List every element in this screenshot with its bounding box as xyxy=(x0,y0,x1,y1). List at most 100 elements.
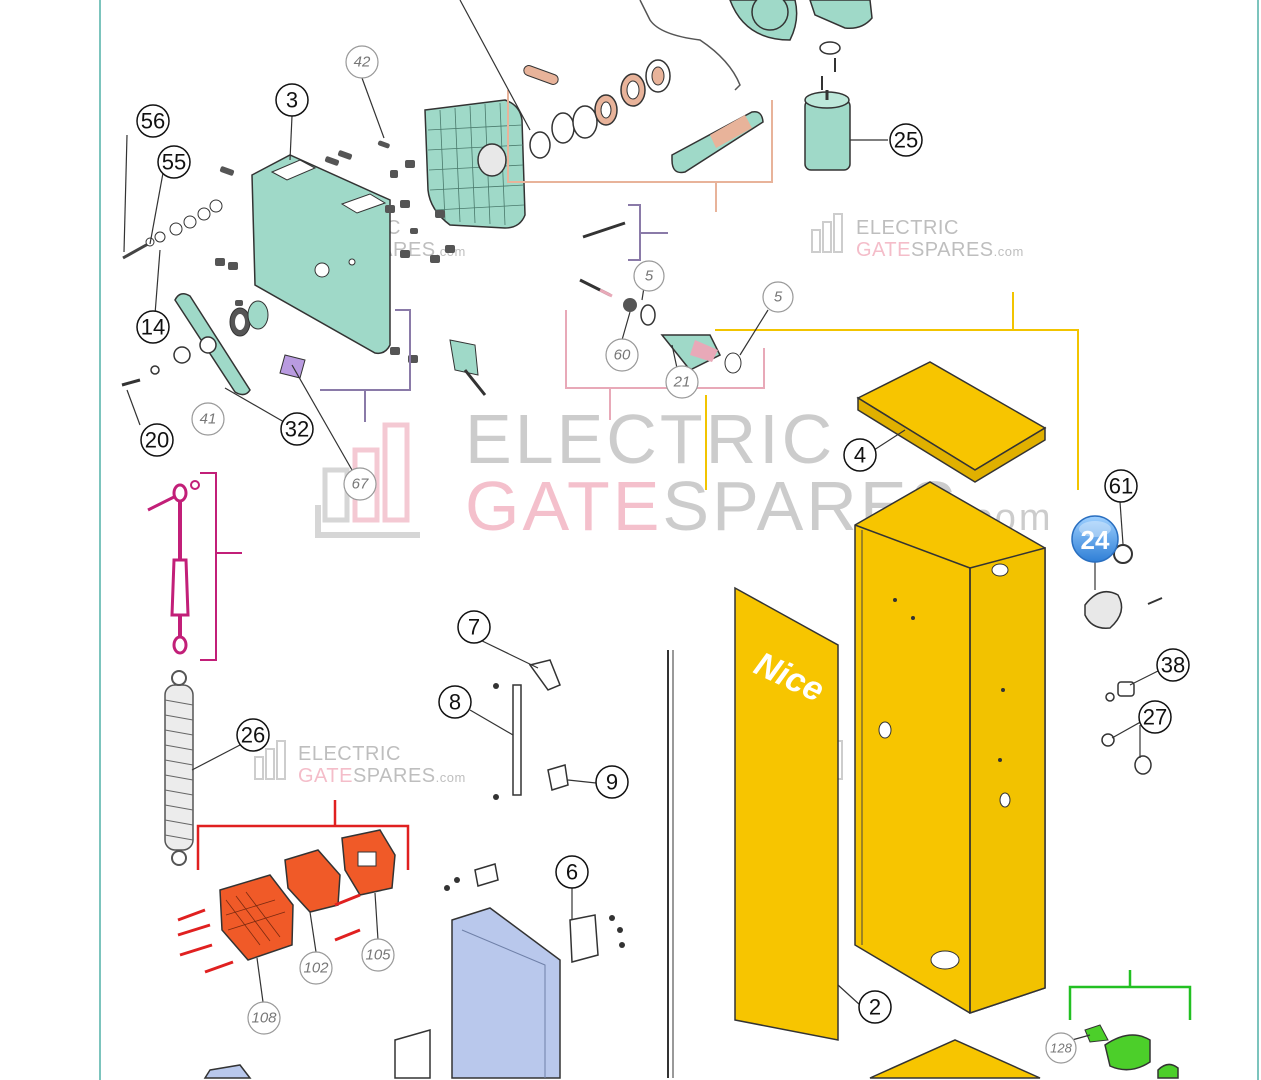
washer-part xyxy=(819,41,841,55)
callout-25: 25 xyxy=(889,123,923,157)
svg-text:2: 2 xyxy=(869,995,881,1020)
svg-text:9: 9 xyxy=(606,770,618,795)
svg-text:4: 4 xyxy=(854,443,866,468)
callout-20: 20 xyxy=(140,423,174,457)
svg-text:25: 25 xyxy=(894,128,918,153)
svg-text:32: 32 xyxy=(285,417,309,442)
callout-38: 38 xyxy=(1156,648,1190,682)
callout-27: 27 xyxy=(1138,700,1172,734)
callout-128: 128 xyxy=(1045,1032,1077,1064)
svg-text:21: 21 xyxy=(673,374,691,391)
callout-67: 67 xyxy=(343,467,377,501)
callout-3: 3 xyxy=(275,83,309,117)
svg-text:108: 108 xyxy=(251,1010,277,1027)
callout-21: 21 xyxy=(665,365,699,399)
svg-text:102: 102 xyxy=(303,960,329,977)
red-group-bracket xyxy=(196,800,410,870)
screw-part xyxy=(444,885,450,891)
flange-parts-right xyxy=(1084,544,1163,775)
magenta-group-bracket xyxy=(200,472,242,661)
svg-text:20: 20 xyxy=(145,428,169,453)
watermark-big-line2-pink: GATE xyxy=(465,467,662,545)
bolt-group-part xyxy=(579,221,742,374)
turnbuckle-part xyxy=(147,480,200,655)
svg-text:128: 128 xyxy=(1050,1041,1072,1056)
svg-text:27: 27 xyxy=(1143,705,1167,730)
svg-text:42: 42 xyxy=(354,54,371,71)
callout-105: 105 xyxy=(361,938,395,972)
svg-text:38: 38 xyxy=(1161,653,1185,678)
callout-9: 9 xyxy=(595,765,629,799)
screw-part xyxy=(121,378,141,387)
plate-6-part xyxy=(569,914,625,963)
watermark-line1: ELECTRIC xyxy=(298,743,401,765)
green-group-bracket xyxy=(1068,970,1192,1020)
control-box-part xyxy=(203,907,561,1079)
callout-4: 4 xyxy=(843,438,877,472)
svg-text:55: 55 xyxy=(162,150,186,175)
cabinet-lid-part xyxy=(856,361,1047,483)
watermark-small-bottom-left: ELECTRIC GATESPARES.com xyxy=(254,740,466,787)
watermark-line2-pink: GATE xyxy=(298,765,353,787)
watermark-big-line1: ELECTRIC xyxy=(465,400,835,478)
svg-text:67: 67 xyxy=(352,476,369,493)
cabinet-door-part: Nice xyxy=(734,586,839,1041)
lever-arm-part xyxy=(150,293,269,396)
gearbox-cover-part xyxy=(424,99,526,229)
svg-text:6: 6 xyxy=(566,860,578,885)
yellow-group-bracket xyxy=(705,292,1079,490)
svg-text:61: 61 xyxy=(1109,474,1133,499)
cabinet-body-part xyxy=(854,481,1046,1015)
svg-text:3: 3 xyxy=(286,88,298,113)
svg-text:5: 5 xyxy=(645,268,654,285)
svg-text:GATESPARES.com: GATESPARES.com xyxy=(856,239,1024,261)
callout-8: 8 xyxy=(438,685,472,719)
gearbox-top-part xyxy=(809,0,873,30)
salmon-group-bracket xyxy=(507,90,773,212)
svg-text:8: 8 xyxy=(449,690,461,715)
bracket-105-part xyxy=(341,829,396,896)
watermark-line2-pink: GATE xyxy=(856,239,911,261)
callout-24-highlighted[interactable]: 24 xyxy=(1071,515,1119,563)
svg-text:105: 105 xyxy=(365,947,391,964)
screw-part xyxy=(454,877,460,883)
watermark-line2-gray: SPARES xyxy=(911,239,994,261)
cover-102-part xyxy=(284,849,341,913)
watermark-line1: ELECTRIC xyxy=(856,217,959,239)
output-shaft-part xyxy=(671,110,764,174)
callout-108: 108 xyxy=(247,1001,281,1035)
svg-text:26: 26 xyxy=(241,723,265,748)
callout-7: 7 xyxy=(457,610,491,644)
screw-set-part xyxy=(177,893,361,974)
callout-32: 32 xyxy=(280,412,314,446)
callout-5-upper: 5 xyxy=(633,260,665,292)
connector-part xyxy=(474,863,499,887)
svg-text:56: 56 xyxy=(141,109,165,134)
callout-6: 6 xyxy=(555,855,589,889)
svg-text:24: 24 xyxy=(1081,525,1110,555)
bearing-stack-part xyxy=(523,59,671,159)
drive-gear-part xyxy=(639,0,798,91)
balance-spring-part xyxy=(164,670,194,866)
svg-text:14: 14 xyxy=(141,315,165,340)
svg-text:41: 41 xyxy=(200,411,217,428)
callout-60: 60 xyxy=(605,338,639,372)
svg-text:GATESPARES.com: GATESPARES.com xyxy=(298,765,466,787)
watermark-small-top-right: ELECTRIC GATESPARES.com xyxy=(811,213,1024,261)
svg-text:60: 60 xyxy=(614,347,631,364)
cabinet-base-part xyxy=(869,1039,1041,1079)
callout-42: 42 xyxy=(345,45,379,79)
side-plate-part xyxy=(251,154,391,355)
callout-55: 55 xyxy=(157,145,191,179)
flashing-light-part xyxy=(1084,1024,1179,1079)
watermark-line2-gray: SPARES xyxy=(353,765,436,787)
callout-56: 56 xyxy=(136,104,170,138)
callout-41: 41 xyxy=(191,402,225,436)
callout-102: 102 xyxy=(299,951,333,985)
callout-5-right: 5 xyxy=(762,281,794,313)
svg-text:5: 5 xyxy=(774,289,783,306)
watermark-suffix: .com xyxy=(436,770,466,785)
purple-group-bracket xyxy=(320,204,668,422)
watermark-suffix: .com xyxy=(994,244,1024,259)
